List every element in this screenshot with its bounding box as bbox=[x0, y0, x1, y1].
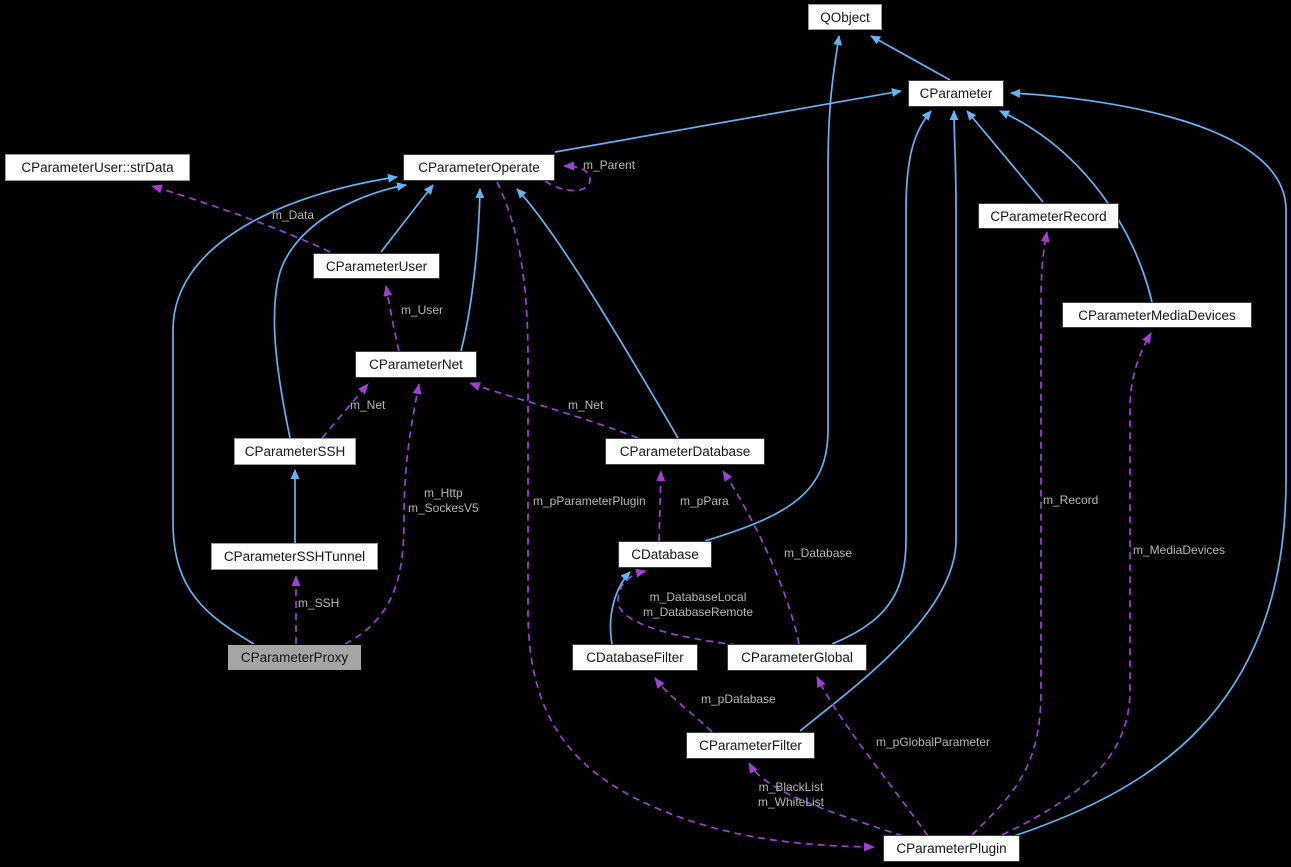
edge-plugin-m-record-record bbox=[971, 231, 1050, 836]
edge-proxy-inherits-operate bbox=[172, 173, 398, 645]
label-m-record: m_Record bbox=[1043, 493, 1099, 507]
label-m-parent: m_Parent bbox=[583, 158, 636, 172]
class-node-record[interactable]: CParameterRecord bbox=[978, 203, 1119, 229]
label-m-mediadevices: m_MediaDevices bbox=[1133, 543, 1226, 557]
label-m-net-ssh: m_Net bbox=[350, 398, 386, 412]
label-m-ssh: m_SSH bbox=[298, 596, 340, 610]
edge-operate-inherits-cparameter bbox=[554, 88, 902, 153]
class-node-mediadevices[interactable]: CParameterMediaDevices bbox=[1062, 302, 1252, 328]
label-m-databaselocal: m_DatabaseLocal m_DatabaseRemote bbox=[643, 590, 754, 619]
edge-plugin-m-blacklist-filter bbox=[748, 762, 904, 837]
class-node-qobject[interactable]: QObject bbox=[808, 4, 882, 30]
label-m-ppara: m_pPara bbox=[680, 494, 729, 508]
class-node-database[interactable]: CParameterDatabase bbox=[605, 438, 765, 465]
label-m-http-sockesv5: m_Http m_SockesV5 bbox=[408, 486, 479, 515]
class-node-proxy[interactable]: CParameterProxy bbox=[227, 644, 362, 671]
class-node-strdata[interactable]: CParameterUser::strData bbox=[5, 154, 190, 181]
edge-net-m-user-user bbox=[383, 285, 400, 352]
edge-cdatabase-inherits-qobject bbox=[704, 35, 843, 542]
edge-operate-m-parent-self bbox=[544, 161, 591, 192]
class-node-user[interactable]: CParameterUser bbox=[313, 253, 440, 279]
edge-dbfilter-inherits-cdatabase bbox=[609, 571, 631, 645]
edge-global-m-databaselocal-cdatabase bbox=[617, 568, 738, 646]
edge-user-inherits-operate bbox=[380, 184, 434, 253]
class-node-filter[interactable]: CParameterFilter bbox=[686, 732, 815, 759]
edge-cparameter-inherits-qobject bbox=[870, 35, 951, 81]
edge-database-inherits-operate bbox=[516, 188, 679, 439]
edge-mediadevices-inherits-cparameter bbox=[999, 110, 1153, 303]
label-m-net-database: m_Net bbox=[568, 398, 604, 412]
label-m-data: m_Data bbox=[272, 208, 315, 222]
edge-database-m-net-net bbox=[469, 382, 639, 439]
edge-plugin-inherits-cparameter bbox=[1010, 88, 1287, 837]
edge-plugin-m-pglobalparameter-global bbox=[816, 676, 929, 837]
class-node-cdatabase[interactable]: CDatabase bbox=[618, 541, 712, 568]
label-m-user: m_User bbox=[401, 303, 444, 317]
class-node-global[interactable]: CParameterGlobal bbox=[727, 644, 867, 671]
class-node-cparameter[interactable]: CParameter bbox=[908, 80, 1004, 107]
label-m-pparameterplugin: m_pParameterPlugin bbox=[533, 494, 646, 508]
edge-global-inherits-cparameter bbox=[831, 110, 932, 645]
edge-plugin-m-mediadevices-mediadevices bbox=[1001, 332, 1152, 836]
label-m-pglobalparameter: m_pGlobalParameter bbox=[876, 735, 991, 749]
label-m-database: m_Database bbox=[784, 546, 853, 560]
edge-filter-m-pdatabase-dbfilter bbox=[654, 677, 713, 733]
edge-global-m-database-database bbox=[722, 470, 800, 645]
edge-filter-inherits-cparameter bbox=[799, 110, 959, 732]
edge-proxy-m-http-net bbox=[344, 383, 422, 645]
edge-cdatabase-m-ppara-database bbox=[656, 470, 666, 542]
edge-net-inherits-operate bbox=[460, 188, 485, 352]
class-node-net[interactable]: CParameterNet bbox=[355, 351, 477, 378]
class-node-plugin[interactable]: CParameterPlugin bbox=[883, 835, 1020, 862]
edge-record-inherits-cparameter bbox=[966, 110, 1044, 203]
class-node-dbfilter[interactable]: CDatabaseFilter bbox=[572, 644, 698, 671]
class-node-sshtunnel[interactable]: CParameterSSHTunnel bbox=[211, 543, 378, 570]
label-m-blacklist: m_BlackList m_WhiteList bbox=[758, 780, 825, 809]
label-m-pdatabase: m_pDatabase bbox=[701, 692, 776, 706]
class-node-operate[interactable]: CParameterOperate bbox=[403, 154, 555, 181]
class-node-ssh[interactable]: CParameterSSH bbox=[234, 438, 356, 465]
edge-ssh-inherits-operate bbox=[273, 182, 407, 439]
edge-user-m-data-strdata bbox=[151, 184, 331, 253]
